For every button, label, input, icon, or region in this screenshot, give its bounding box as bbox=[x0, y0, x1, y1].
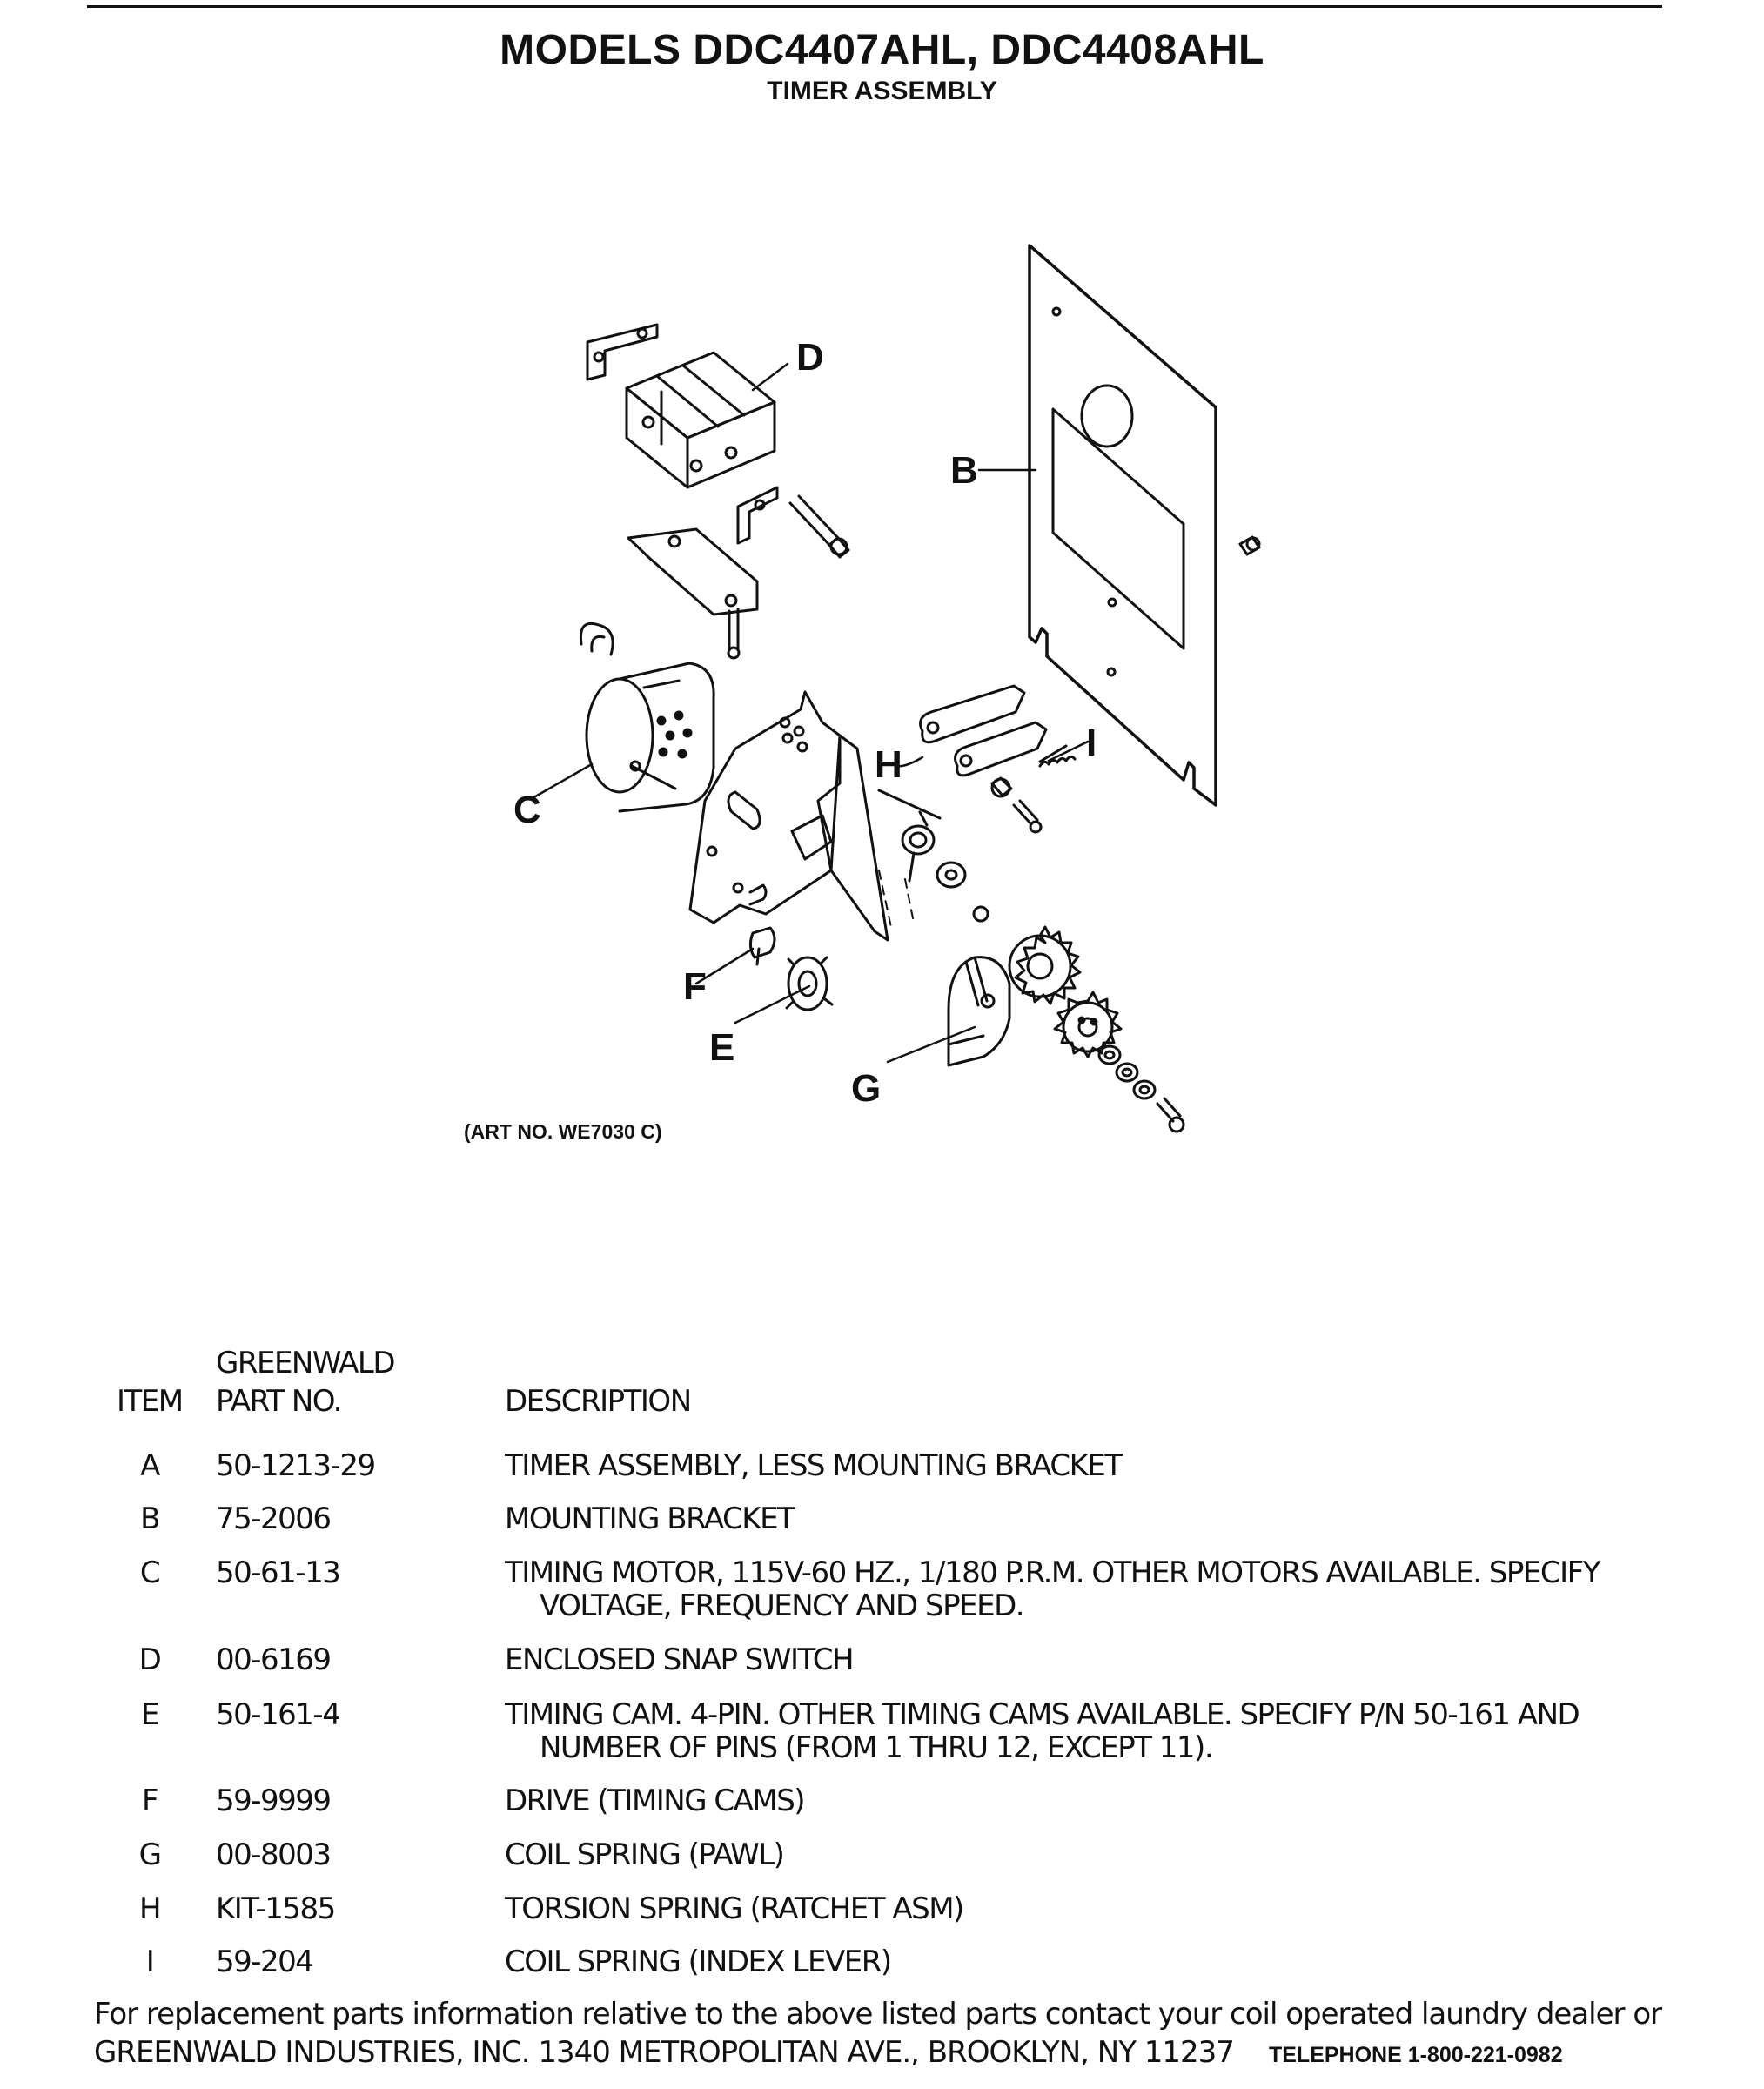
row-description: COIL SPRING (PAWL) bbox=[505, 1837, 785, 1872]
row-part-no: 50-61-13 bbox=[216, 1555, 341, 1590]
row-part-no: 50-1213-29 bbox=[216, 1448, 376, 1483]
header-part-no-line1: GREENWALD bbox=[216, 1346, 396, 1380]
index-lever-drawing bbox=[919, 684, 1077, 834]
header-item: ITEM bbox=[117, 1384, 184, 1419]
row-description-cont: NUMBER OF PINS (FROM 1 THRU 12, EXCEPT 1… bbox=[540, 1730, 1214, 1765]
footer-telephone: TELEPHONE 1-800-221-0982 bbox=[1268, 2043, 1563, 2067]
guide-lines bbox=[878, 870, 915, 932]
row-part-no: 59-204 bbox=[216, 1945, 314, 1979]
row-item: C bbox=[139, 1555, 161, 1590]
callout-g: G bbox=[851, 1067, 881, 1110]
page-subtitle: TIMER ASSEMBLY bbox=[767, 77, 997, 105]
callout-c: C bbox=[513, 789, 541, 831]
row-part-no: 00-6169 bbox=[216, 1642, 332, 1677]
footer-line2-wrap: GREENWALD INDUSTRIES, INC. 1340 METROPOL… bbox=[94, 2033, 1660, 2074]
snap-switch-drawing bbox=[586, 323, 850, 660]
row-description: TIMING CAM. 4-PIN. OTHER TIMING CAMS AVA… bbox=[505, 1697, 1580, 1732]
footer-contact: For replacement parts information relati… bbox=[94, 1995, 1662, 2074]
callout-d: D bbox=[796, 336, 824, 379]
mounting-bracket-drawing bbox=[1028, 244, 1261, 807]
header-part-no-line2: PART NO. bbox=[216, 1384, 342, 1419]
timing-cam-drawing bbox=[785, 956, 834, 1011]
top-rule bbox=[87, 5, 1662, 8]
callout-h: H bbox=[875, 743, 902, 786]
drive-drawing bbox=[748, 926, 776, 966]
washer-drawing bbox=[936, 861, 967, 889]
row-part-no: 59-9999 bbox=[216, 1783, 332, 1818]
row-part-no: KIT-1585 bbox=[216, 1891, 336, 1926]
row-part-no: 00-8003 bbox=[216, 1837, 332, 1872]
leader-lines bbox=[529, 362, 1090, 1064]
row-item: E bbox=[141, 1697, 159, 1732]
row-item: D bbox=[138, 1642, 162, 1677]
row-description: MOUNTING BRACKET bbox=[505, 1501, 795, 1536]
callout-f: F bbox=[683, 965, 707, 1008]
ratchet-assembly-drawing bbox=[947, 905, 1185, 1133]
row-description-cont: VOLTAGE, FREQUENCY AND SPEED. bbox=[540, 1589, 1025, 1623]
timing-motor-drawing bbox=[579, 621, 715, 813]
torsion-spring-drawing bbox=[877, 789, 942, 883]
header-description: DESCRIPTION bbox=[505, 1384, 692, 1419]
row-item: H bbox=[138, 1891, 162, 1926]
callout-e: E bbox=[709, 1026, 734, 1069]
row-item: I bbox=[145, 1945, 155, 1979]
timer-assembly-diagram: D B C H I F E G bbox=[513, 244, 1261, 1133]
row-part-no: 75-2006 bbox=[216, 1501, 332, 1536]
callout-i: I bbox=[1086, 722, 1097, 764]
row-item: B bbox=[140, 1501, 160, 1536]
row-part-no: 50-161-4 bbox=[216, 1697, 341, 1732]
page-title: MODELS DDC4407AHL, DDC4408AHL bbox=[500, 27, 1264, 73]
timer-frame-drawing bbox=[688, 690, 889, 942]
row-description: ENCLOSED SNAP SWITCH bbox=[505, 1642, 855, 1677]
art-number: (ART NO. WE7030 C) bbox=[464, 1120, 662, 1143]
row-item: A bbox=[140, 1448, 160, 1483]
row-item: G bbox=[138, 1837, 162, 1872]
callout-b: B bbox=[950, 449, 978, 492]
row-description: TORSION SPRING (RATCHET ASM) bbox=[505, 1891, 964, 1926]
footer-line1: For replacement parts information relati… bbox=[94, 1997, 1662, 2032]
row-description: DRIVE (TIMING CAMS) bbox=[505, 1783, 806, 1818]
row-description: TIMER ASSEMBLY, LESS MOUNTING BRACKET bbox=[505, 1448, 1123, 1483]
row-description: TIMING MOTOR, 115V-60 HZ., 1/180 P.R.M. … bbox=[505, 1555, 1600, 1590]
row-description: COIL SPRING (INDEX LEVER) bbox=[505, 1945, 892, 1979]
row-item: F bbox=[141, 1783, 159, 1818]
footer-address: GREENWALD INDUSTRIES, INC. 1340 METROPOL… bbox=[94, 2035, 1235, 2070]
